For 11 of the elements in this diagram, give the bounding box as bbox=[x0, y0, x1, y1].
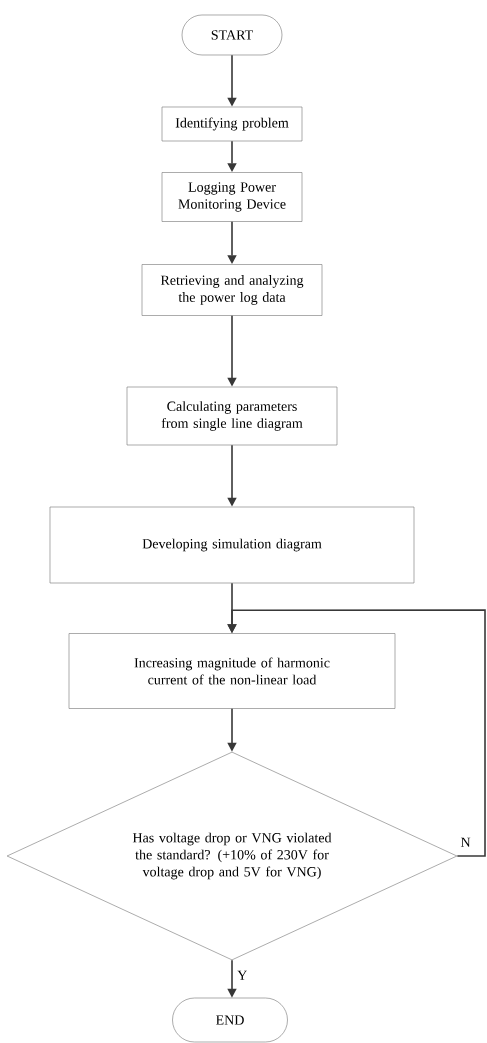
process-box: Developing simulation diagram bbox=[49, 506, 415, 584]
process-box: Identifying problem bbox=[161, 106, 303, 142]
process-box: Retrieving and analyzing the power log data bbox=[141, 264, 323, 316]
terminal-box: START bbox=[181, 14, 283, 56]
process-box: Logging Power Monitoring Device bbox=[161, 172, 303, 222]
edge-label: N bbox=[459, 836, 472, 848]
arrow bbox=[227, 609, 486, 857]
process-box: Increasing magnitude of harmonic current of the non-linear load bbox=[68, 633, 396, 709]
edge-label: Y bbox=[236, 969, 249, 981]
terminal-box: END bbox=[172, 997, 288, 1043]
process-box: Calculating parameters from single line diagram bbox=[126, 386, 338, 446]
